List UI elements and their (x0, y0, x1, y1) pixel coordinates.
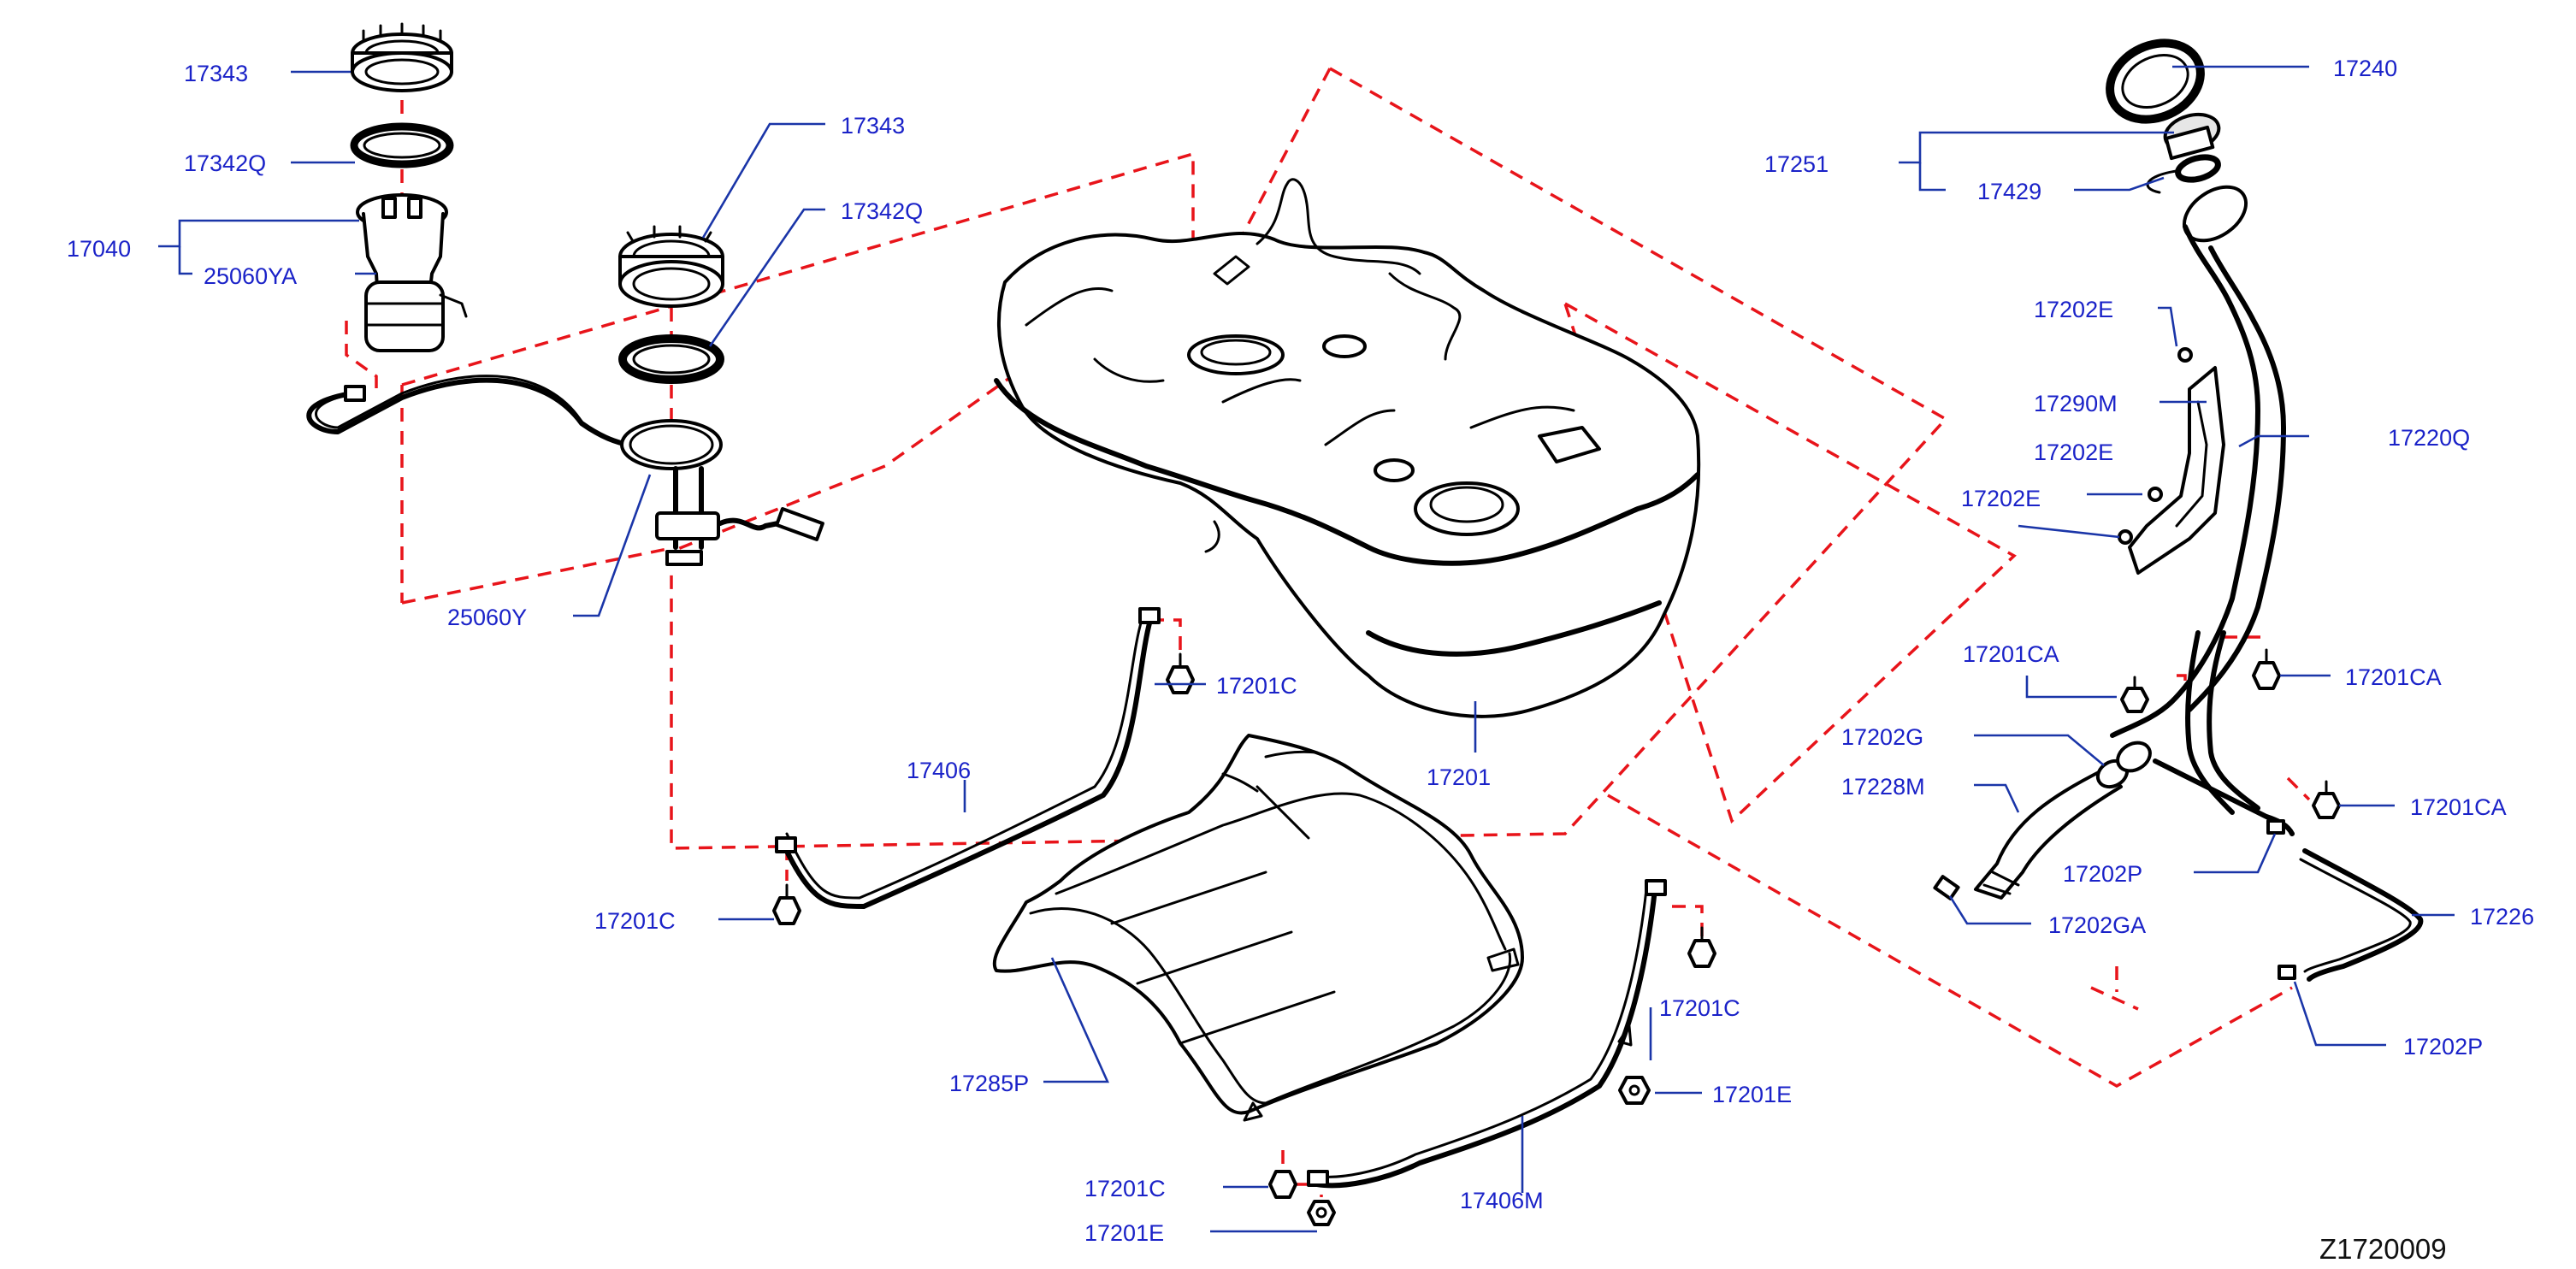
label-17201ca-3: 17201CA (2410, 794, 2507, 820)
label-17202e-3: 17202E (1961, 486, 2041, 511)
bolt-17201ca-3 (2312, 780, 2341, 819)
label-17290m: 17290M (2034, 391, 2118, 416)
label-17201c-2: 17201C (594, 908, 676, 934)
diagram-id: Z1720009 (2319, 1233, 2447, 1265)
label-17201c-4: 17201C (1084, 1176, 1166, 1201)
label-17202ga: 17202GA (2048, 912, 2146, 938)
label-17342q-left: 17342Q (184, 151, 266, 176)
bolt-17201c-1 (1166, 652, 1195, 694)
label-17201c-1: 17201C (1216, 673, 1297, 699)
label-17202p-1: 17202P (2063, 861, 2142, 887)
label-17202e-1: 17202E (2034, 297, 2113, 322)
bolt-17201c-4 (1268, 1170, 1297, 1199)
label-17342q-right: 17342Q (841, 198, 923, 224)
label-17201: 17201 (1427, 764, 1491, 790)
clip-17202ga (1933, 875, 1960, 900)
label-17201e-1: 17201E (1712, 1082, 1792, 1107)
heat-shield-17285p (992, 734, 1524, 1122)
bolt-17201c-3 (1687, 926, 1716, 968)
label-17240: 17240 (2333, 56, 2397, 81)
label-17285p: 17285P (949, 1071, 1029, 1096)
label-17251: 17251 (1764, 151, 1829, 177)
label-17040: 17040 (67, 236, 131, 262)
gasket-17240 (2106, 38, 2205, 124)
lock-ring-17343-right (618, 225, 724, 308)
lock-ring-17343-left (351, 22, 453, 92)
bolt-17201ca-1 (2252, 648, 2281, 690)
leader-lines (158, 65, 2455, 1233)
label-17201e-2: 17201E (1084, 1220, 1164, 1246)
seal-ring-17342q-left (350, 122, 454, 168)
label-25060y: 25060Y (447, 605, 527, 630)
fuel-tank-17201 (994, 178, 1701, 718)
part-labels: 17343 17342Q 17040 25060YA 17343 17342Q … (67, 56, 2534, 1265)
tank-strap-17406m (1307, 879, 1667, 1189)
bolts (772, 347, 2341, 1226)
label-17220q: 17220Q (2388, 425, 2470, 451)
screw-17202e-2 (2148, 487, 2163, 502)
label-17202p-2: 17202P (2403, 1034, 2483, 1059)
label-17406m: 17406M (1460, 1188, 1544, 1213)
label-17202e-2: 17202E (2034, 440, 2113, 465)
clamp-17202g (2095, 741, 2152, 789)
bolt-17201ca-2 (2120, 676, 2149, 713)
label-17201c-3: 17201C (1659, 995, 1740, 1021)
fuel-level-sender-25060y (620, 419, 824, 566)
seal-ring-17342q-right (618, 334, 724, 384)
nut-17201e-2 (1307, 1200, 1336, 1226)
label-17343-left: 17343 (184, 61, 248, 86)
tank-strap-17406 (775, 607, 1161, 909)
filler-cap-17251 (2146, 112, 2221, 194)
fuel-sender-wire-left (306, 375, 661, 449)
label-17228m: 17228M (1841, 774, 1925, 800)
label-17201ca-2: 17201CA (2345, 664, 2442, 690)
label-17406: 17406 (907, 758, 971, 783)
label-17202g: 17202G (1841, 724, 1923, 750)
bracket-17290m (2128, 366, 2225, 575)
nut-17201e-1 (1618, 1076, 1651, 1105)
bolt-17201c-2 (772, 883, 801, 925)
screw-17202e-3 (2118, 529, 2133, 545)
clamp-17202p-2 (2278, 965, 2296, 980)
hose-17228m (1974, 768, 2123, 900)
label-17343-right: 17343 (841, 113, 905, 139)
screw-17202e-1 (2177, 347, 2193, 363)
filler-tube-17220q (2110, 185, 2286, 815)
label-17429: 17429 (1977, 179, 2041, 204)
pump-assembly-17040 (356, 193, 468, 352)
label-17201ca-1: 17201CA (1963, 641, 2059, 667)
breather-hose-17226 (2153, 758, 2424, 982)
label-17226: 17226 (2470, 904, 2534, 930)
label-25060ya: 25060YA (204, 263, 297, 289)
clamp-17202p-1 (2266, 819, 2285, 835)
